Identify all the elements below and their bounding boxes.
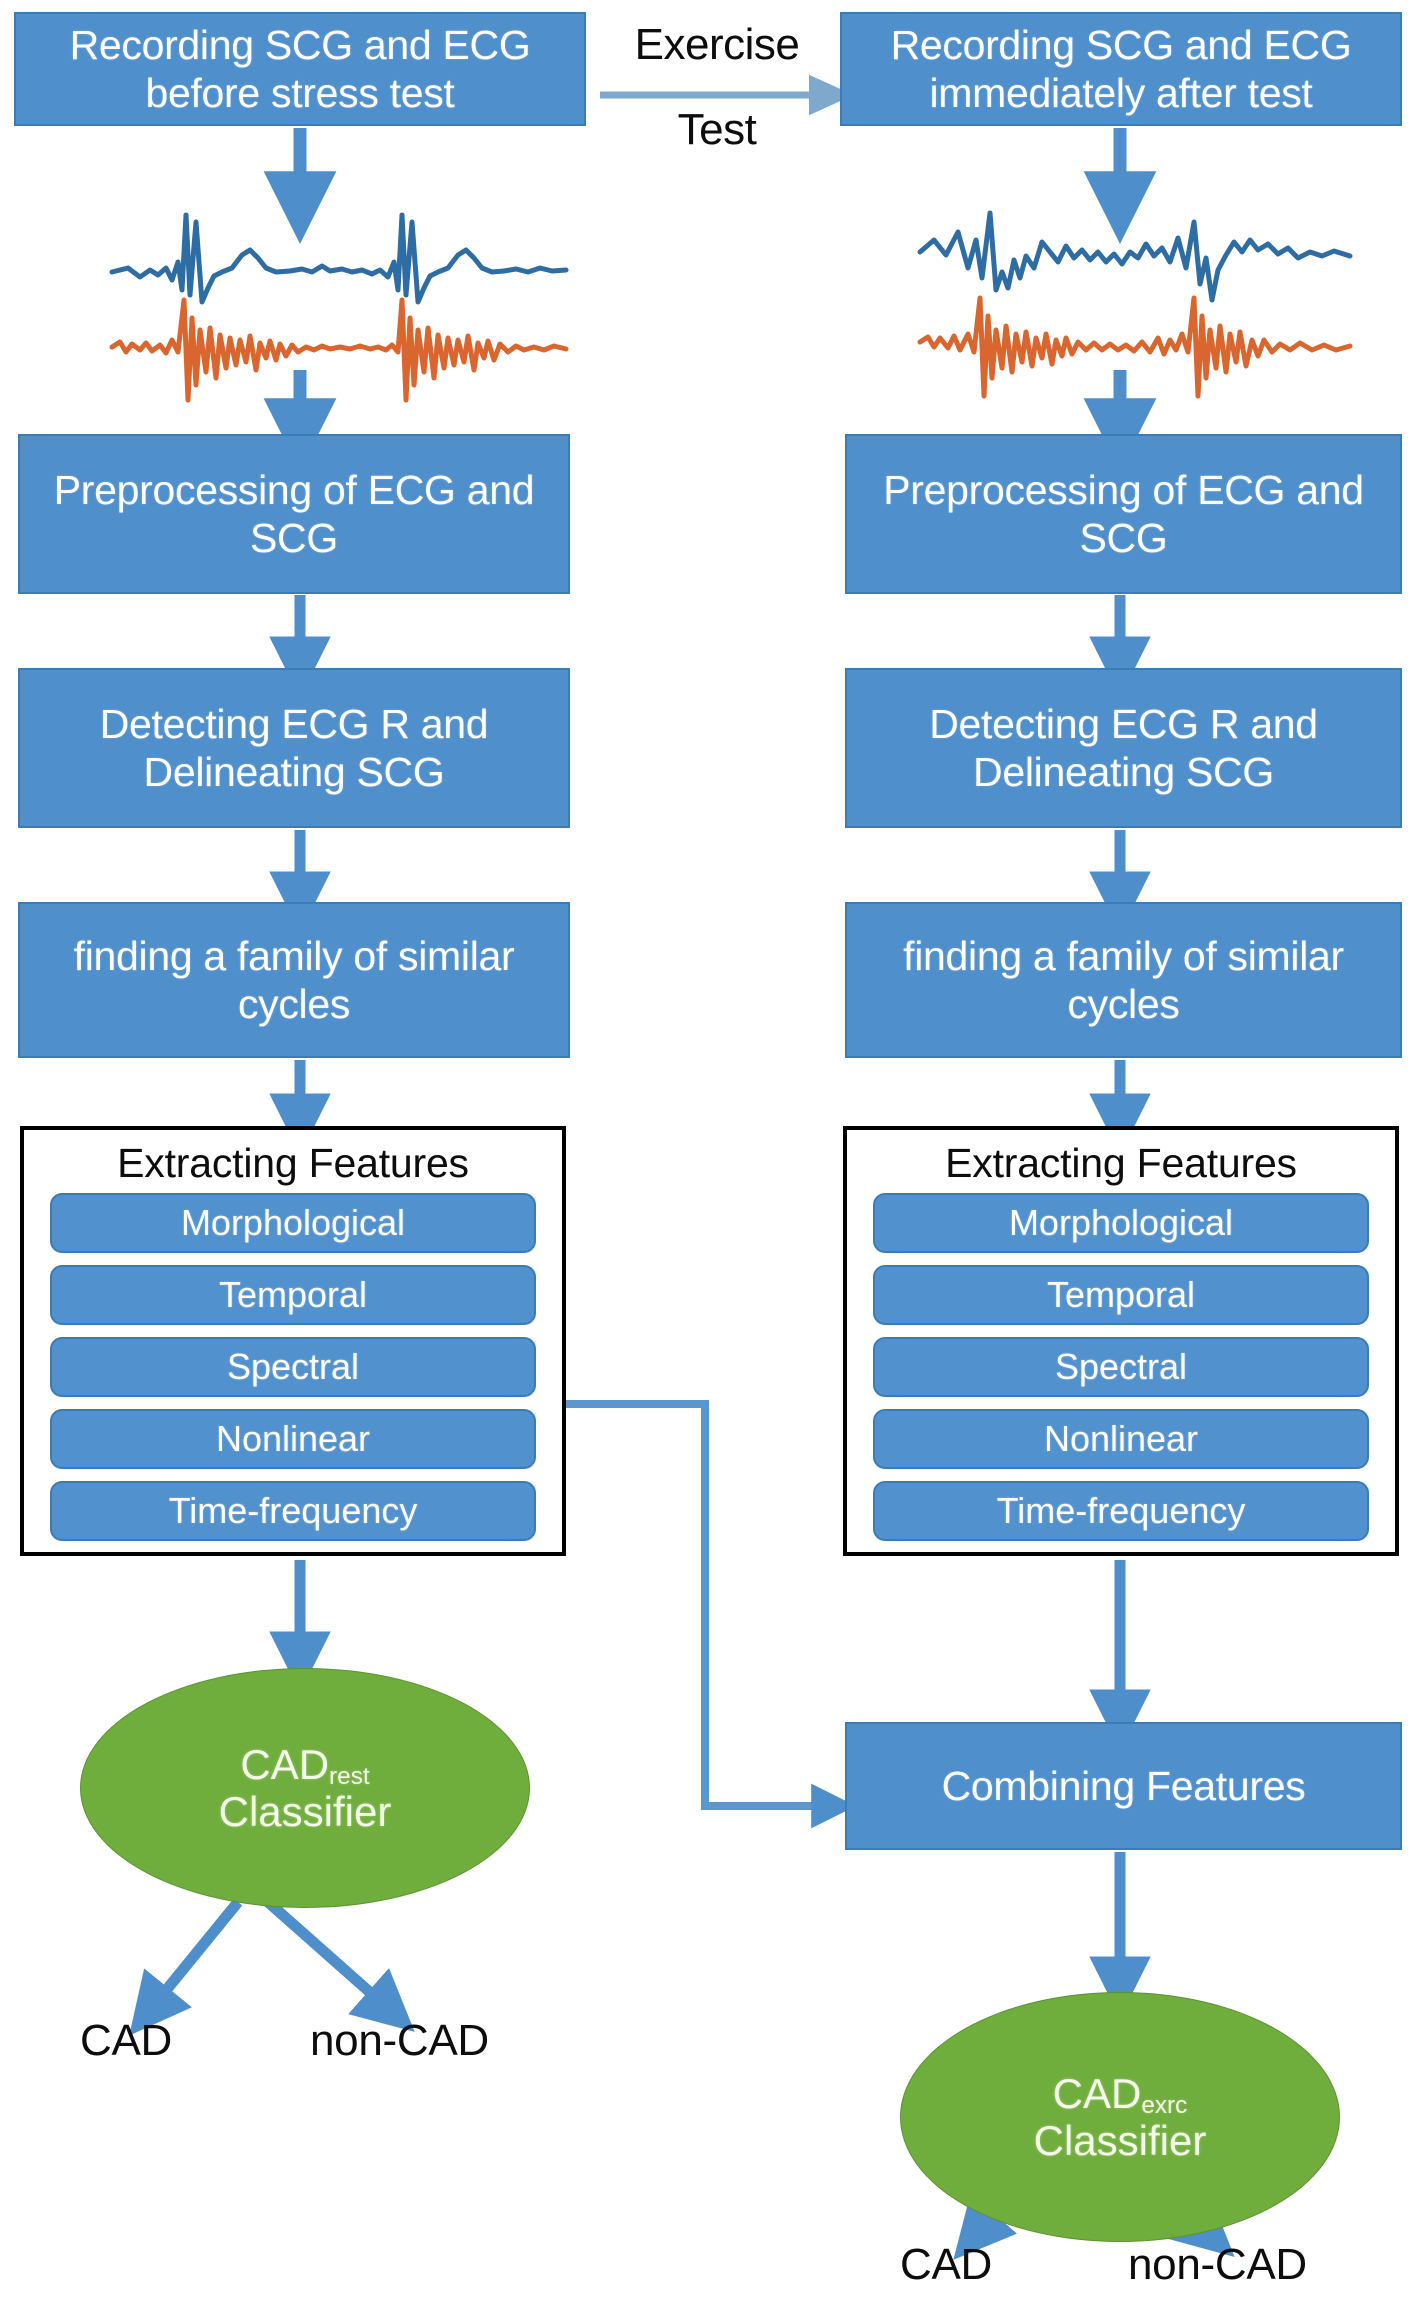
- label-exercise-test-line1: Exercise: [634, 20, 800, 69]
- cad-exercise-subscript: exrc: [1141, 2092, 1188, 2120]
- box-rest-find-family[interactable]: finding a family of similar cycles: [18, 902, 570, 1058]
- rest-feature-morphological[interactable]: Morphological: [50, 1193, 536, 1253]
- exercise-feature-nonlinear[interactable]: Nonlinear: [873, 1409, 1369, 1469]
- cad-rest-subscript: rest: [329, 1763, 370, 1791]
- box-exercise-recording[interactable]: Recording SCG and ECG immediately after …: [840, 12, 1402, 126]
- box-combining-features[interactable]: Combining Features: [845, 1722, 1402, 1850]
- box-exercise-detect-delineate[interactable]: Detecting ECG R and Delineating SCG: [845, 668, 1402, 828]
- cad-rest-classifier-line2: Classifier: [218, 1788, 392, 1835]
- rest-feature-spectral[interactable]: Spectral: [50, 1337, 536, 1397]
- signal-trace-ecg-exercise: [917, 210, 1353, 303]
- box-exercise-preprocessing[interactable]: Preprocessing of ECG and SCG: [845, 434, 1402, 594]
- signal-trace-scg-rest: [109, 297, 569, 403]
- label-rest-outcome-cad: CAD: [80, 2016, 172, 2065]
- box-rest-detect-delineate[interactable]: Detecting ECG R and Delineating SCG: [18, 668, 570, 828]
- signal-trace-ecg-rest: [109, 212, 569, 305]
- label-rest-outcome-non-cad: non-CAD: [310, 2016, 489, 2065]
- ellipse-cad-rest-classifier[interactable]: CADrest Classifier: [80, 1668, 530, 1908]
- signal-trace-scg-exercise: [917, 295, 1353, 399]
- exercise-feature-morphological[interactable]: Morphological: [873, 1193, 1369, 1253]
- connector-rest-features-to-combining: [566, 1400, 857, 1829]
- label-exercise-test-line2: Test: [677, 105, 757, 154]
- label-exercise-outcome-non-cad: non-CAD: [1128, 2240, 1307, 2289]
- rest-features-title: Extracting Features: [117, 1140, 469, 1186]
- exercise-feature-temporal[interactable]: Temporal: [873, 1265, 1369, 1325]
- rest-feature-temporal[interactable]: Temporal: [50, 1265, 536, 1325]
- box-exercise-find-family[interactable]: finding a family of similar cycles: [845, 902, 1402, 1058]
- arrow-left-classifier-to-noncad: [264, 1897, 415, 2032]
- exercise-features-title: Extracting Features: [945, 1140, 1297, 1186]
- cad-rest-name: CAD: [240, 1740, 330, 1788]
- box-exercise-extracting-features[interactable]: Extracting Features Morphological Tempor…: [843, 1126, 1399, 1556]
- ellipse-cad-exercise-classifier[interactable]: CADexrc Classifier: [900, 1992, 1340, 2242]
- rest-feature-nonlinear[interactable]: Nonlinear: [50, 1409, 536, 1469]
- exercise-feature-spectral[interactable]: Spectral: [873, 1337, 1369, 1397]
- rest-feature-time-frequency[interactable]: Time-frequency: [50, 1481, 536, 1541]
- cad-exercise-label: CADexrc: [1052, 2069, 1188, 2120]
- box-rest-extracting-features[interactable]: Extracting Features Morphological Tempor…: [20, 1126, 566, 1556]
- box-rest-recording[interactable]: Recording SCG and ECG before stress test: [14, 12, 586, 126]
- cad-rest-label: CADrest: [240, 1740, 370, 1791]
- cad-exercise-name: CAD: [1052, 2069, 1142, 2117]
- exercise-feature-time-frequency[interactable]: Time-frequency: [873, 1481, 1369, 1541]
- arrow-left-classifier-to-cad: [129, 1898, 243, 2036]
- label-exercise-outcome-cad: CAD: [900, 2240, 992, 2289]
- cad-exercise-classifier-line2: Classifier: [1033, 2117, 1207, 2164]
- box-rest-preprocessing[interactable]: Preprocessing of ECG and SCG: [18, 434, 570, 594]
